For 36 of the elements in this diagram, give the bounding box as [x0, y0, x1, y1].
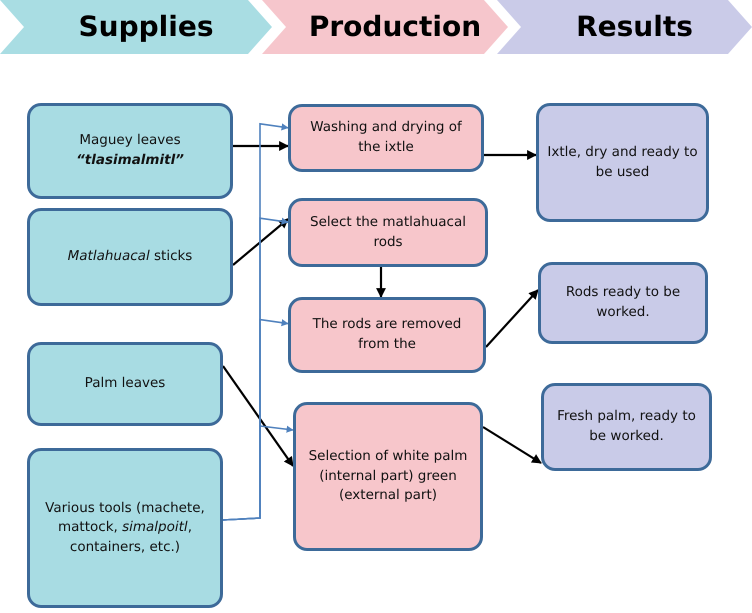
arrow — [482, 426, 542, 464]
box-text: Maguey leaves “tlasimalmitl” — [75, 131, 185, 170]
box-text: Fresh palm, ready to be worked. — [556, 407, 697, 446]
box-text: Select the matlahuacal rods — [309, 212, 467, 252]
box-text: Palm leaves — [84, 374, 166, 394]
arrow — [232, 218, 289, 266]
process-box — [27, 208, 233, 306]
arrow — [484, 150, 537, 160]
stage-heading: Production — [308, 13, 482, 41]
process-box — [27, 448, 223, 608]
box-text: Matlahuacal sticks — [68, 247, 192, 266]
box-text: Washing and drying of the ixtle — [309, 118, 463, 157]
box-text: Various tools (machete, mattock, simalpoitl, containers, etc.) — [44, 498, 206, 557]
arrow — [485, 289, 539, 348]
process-box — [27, 103, 233, 199]
process-box — [538, 262, 708, 344]
process-box — [27, 342, 223, 426]
arrow — [233, 141, 289, 151]
box-text: Selection of white palm (internal part) green (external part) — [308, 447, 468, 506]
chevron-banner — [497, 0, 752, 54]
chevron-banner — [262, 0, 508, 54]
stage-heading: Results — [576, 13, 693, 41]
arrow — [222, 365, 294, 467]
arrow — [222, 425, 294, 521]
box-text: Rods ready to be worked. — [564, 283, 682, 322]
process-box — [288, 297, 486, 373]
process-box — [288, 198, 488, 267]
chevron-banner — [0, 0, 272, 54]
process-box — [536, 103, 709, 222]
stage-heading: Supplies — [78, 13, 214, 41]
process-box — [288, 104, 484, 172]
box-text: The rods are removed from the — [312, 315, 462, 354]
process-box — [293, 402, 483, 551]
process-box — [541, 383, 712, 471]
arrow — [376, 267, 386, 298]
box-text: Ixtle, dry and ready to be used — [547, 142, 698, 182]
